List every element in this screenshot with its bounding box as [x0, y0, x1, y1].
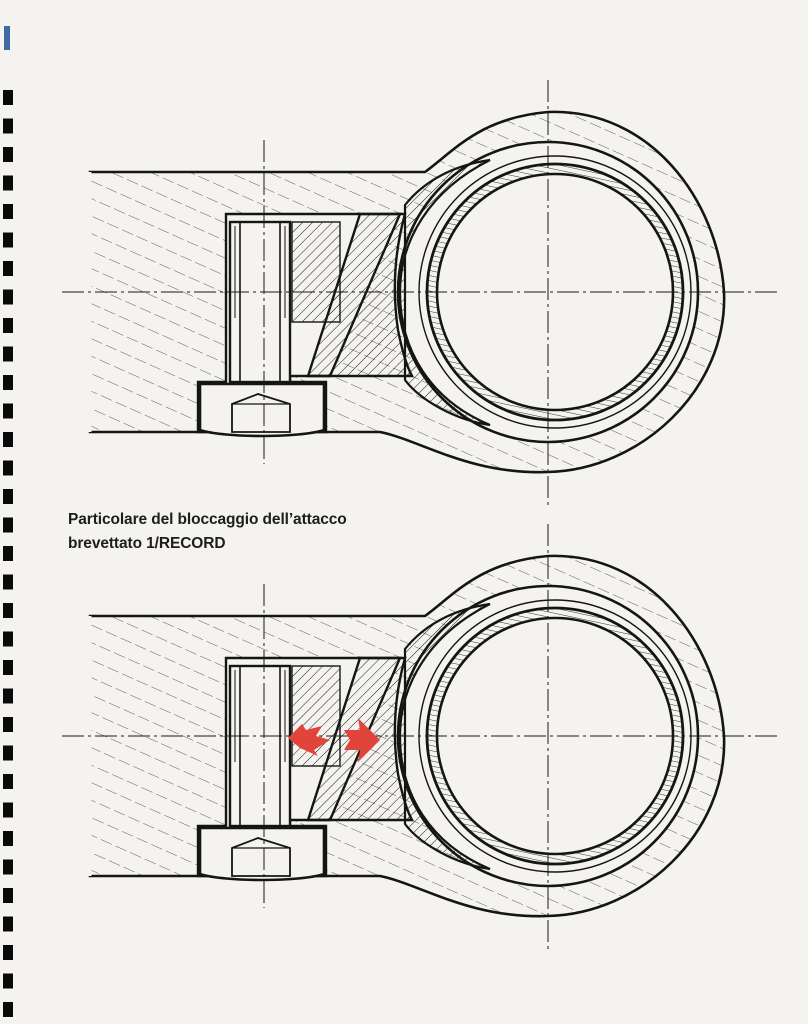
figure-top-unlocked: [60, 78, 782, 508]
binding-hole: [3, 574, 13, 590]
binding-hole: [3, 90, 13, 105]
binding-hole: [3, 745, 13, 761]
binding-hole: [3, 232, 13, 248]
binding-hole: [3, 774, 13, 789]
locking-arrows: [288, 718, 380, 762]
binding-hole: [3, 289, 13, 305]
binding-hole: [3, 1002, 13, 1017]
arrow-left-icon: [288, 724, 330, 756]
spiral-binding: [3, 26, 13, 1017]
arrow-right-icon: [344, 718, 380, 762]
binding-hole: [3, 717, 13, 732]
binding-hole: [3, 603, 13, 618]
binding-hole: [3, 346, 13, 362]
caption-line-1: Particolare del bloccaggio dell’attacco: [68, 511, 347, 528]
binding-hole: [3, 403, 13, 419]
figure-bottom-locked: [60, 522, 782, 952]
binding-hole: [3, 688, 13, 704]
binding-hole: [3, 631, 13, 647]
binding-hole: [3, 916, 13, 932]
binding-hole: [3, 204, 13, 219]
binding-hole: [3, 375, 13, 390]
binding-hole: [3, 973, 13, 989]
binding-hole: [3, 489, 13, 504]
binding-hole: [3, 460, 13, 476]
caption-line-2: brevettato 1/RECORD: [68, 535, 226, 552]
binding-hole: [3, 831, 13, 846]
binding-hole: [3, 261, 13, 276]
figure-caption: Particolare del bloccaggio dell’attacco …: [68, 508, 488, 556]
binding-hole: [3, 888, 13, 903]
binding-blue-tab: [4, 26, 10, 50]
binding-hole: [3, 432, 13, 447]
binding-hole: [3, 802, 13, 818]
binding-hole: [3, 175, 13, 191]
binding-hole: [3, 660, 13, 675]
binding-hole: [3, 147, 13, 162]
binding-hole: [3, 945, 13, 960]
binding-hole: [3, 318, 13, 333]
binding-hole: [3, 517, 13, 533]
binding-hole: [3, 859, 13, 875]
binding-hole: [3, 546, 13, 561]
binding-hole: [3, 118, 13, 134]
